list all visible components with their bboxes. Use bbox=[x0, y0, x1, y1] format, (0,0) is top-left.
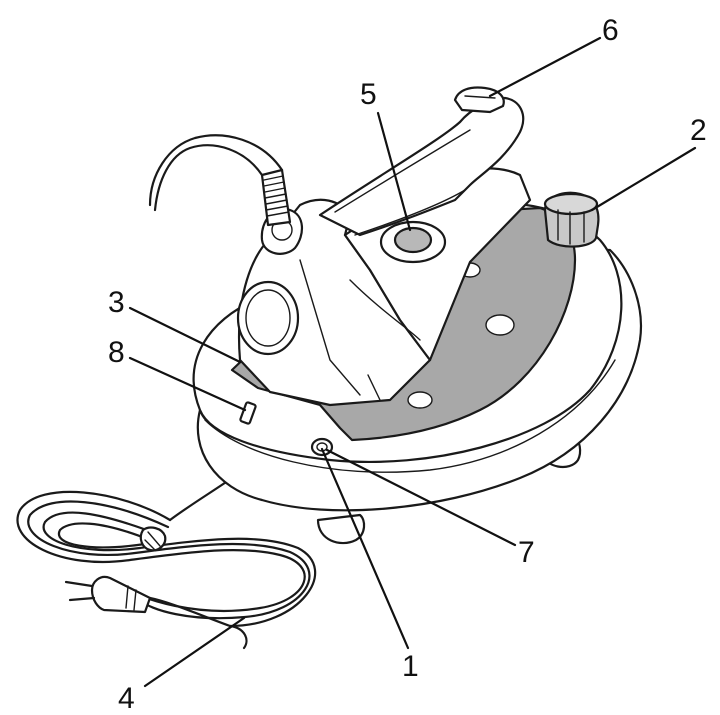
leader-8 bbox=[128, 356, 247, 412]
callout-1: 1 bbox=[402, 650, 419, 683]
leader-lines bbox=[128, 36, 697, 688]
callout-7: 7 bbox=[518, 536, 535, 569]
power-cord bbox=[16, 476, 317, 650]
callout-5: 5 bbox=[360, 78, 377, 111]
callout-2: 2 bbox=[690, 114, 707, 147]
leader-3 bbox=[128, 306, 242, 364]
leader-1 bbox=[320, 447, 410, 650]
callout-6: 6 bbox=[602, 14, 619, 47]
leader-4 bbox=[143, 616, 246, 688]
hose-ribs bbox=[260, 168, 292, 227]
leader-7 bbox=[325, 448, 517, 547]
iron bbox=[148, 86, 532, 407]
leader-2 bbox=[590, 146, 697, 212]
leader-6 bbox=[488, 36, 602, 98]
callout-4: 4 bbox=[118, 682, 135, 715]
leader-5 bbox=[376, 111, 412, 232]
callout-3: 3 bbox=[108, 286, 125, 319]
callout-8: 8 bbox=[108, 336, 125, 369]
callout-labels: 1 2 3 4 5 6 7 8 bbox=[108, 14, 707, 715]
